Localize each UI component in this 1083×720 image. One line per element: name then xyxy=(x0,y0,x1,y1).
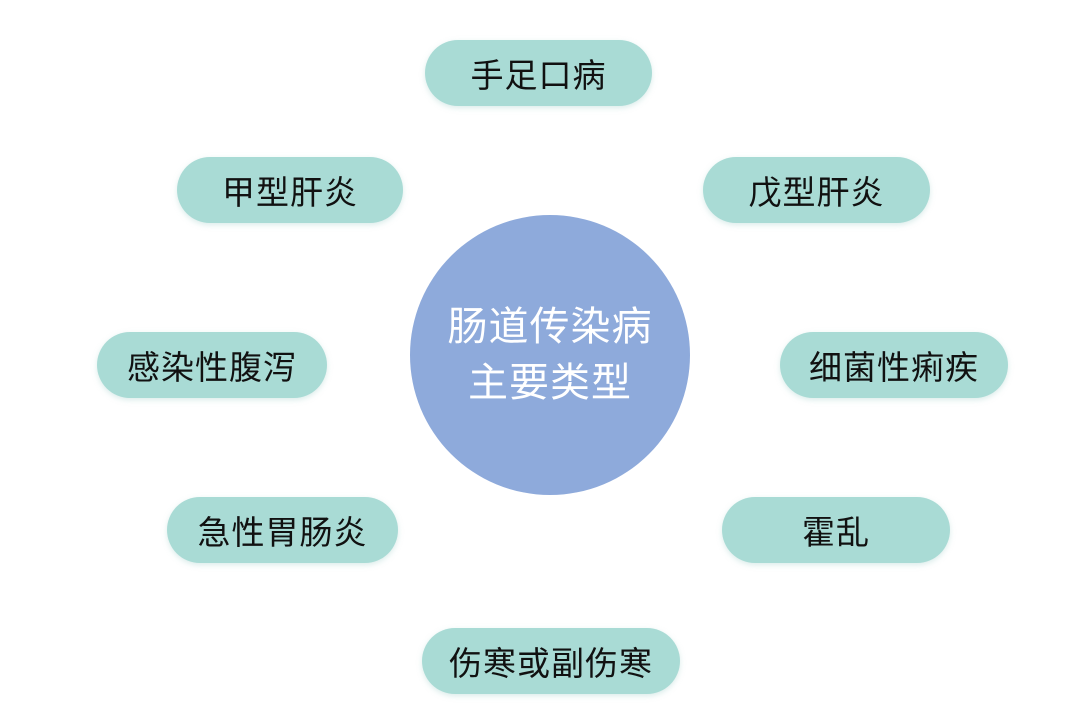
disease-pill-bacillary-dysentery: 细菌性痢疾 xyxy=(780,332,1008,398)
disease-pill-hepatitis-a: 甲型肝炎 xyxy=(177,157,403,223)
disease-pill-cholera: 霍乱 xyxy=(722,497,950,563)
center-title-line2: 主要类型 xyxy=(468,360,632,406)
disease-pill-hfmd: 手足口病 xyxy=(425,40,652,106)
disease-pill-typhoid: 伤寒或副伤寒 xyxy=(422,628,680,694)
disease-pill-hepatitis-e: 戊型肝炎 xyxy=(703,157,930,223)
disease-pill-infectious-diarrhea: 感染性腹泻 xyxy=(97,332,327,398)
disease-pill-acute-gastroenteritis: 急性胃肠炎 xyxy=(167,497,398,563)
center-title-line1: 肠道传染病 xyxy=(447,304,653,350)
center-topic-circle: 肠道传染病 主要类型 xyxy=(410,215,690,495)
